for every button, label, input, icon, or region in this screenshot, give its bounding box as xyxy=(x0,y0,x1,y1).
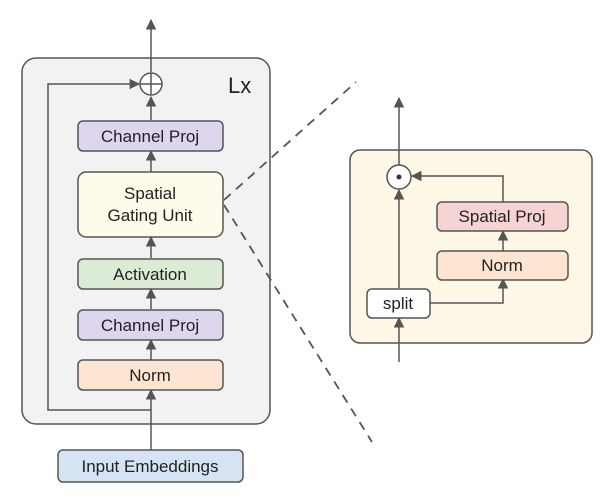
input-embeddings-label: Input Embeddings xyxy=(81,457,218,476)
channel-proj-top-box xyxy=(77,120,224,152)
detail-split-to-norm xyxy=(430,277,509,304)
split-label: split xyxy=(383,294,414,313)
input-embeddings-box xyxy=(57,449,244,483)
norm-box xyxy=(77,359,224,391)
residual-connection xyxy=(47,78,151,411)
detail-norm-label: Norm xyxy=(481,256,523,275)
detail-sproj-to-mult xyxy=(410,170,504,203)
channel-proj-top-label: Channel Proj xyxy=(101,127,199,146)
detail-norm-box xyxy=(436,250,569,281)
channel-proj-bottom-label: Channel Proj xyxy=(101,316,199,335)
sgu-box xyxy=(77,171,224,238)
zoom-line-bottom xyxy=(223,204,373,443)
split-box xyxy=(366,288,431,319)
norm-label: Norm xyxy=(129,366,171,385)
repeat-label: Lx xyxy=(228,73,251,98)
sgu-label-line2: Gating Unit xyxy=(107,206,192,225)
channel-proj-bottom-box xyxy=(77,309,224,341)
spatial-proj-box xyxy=(436,201,569,232)
multiply-dot xyxy=(396,174,402,180)
activation-box xyxy=(77,258,224,290)
sgu-label-line1: Spatial xyxy=(124,184,176,203)
zoom-line-top xyxy=(223,81,357,201)
activation-label: Activation xyxy=(113,265,187,284)
spatial-proj-label: Spatial Proj xyxy=(459,207,546,226)
